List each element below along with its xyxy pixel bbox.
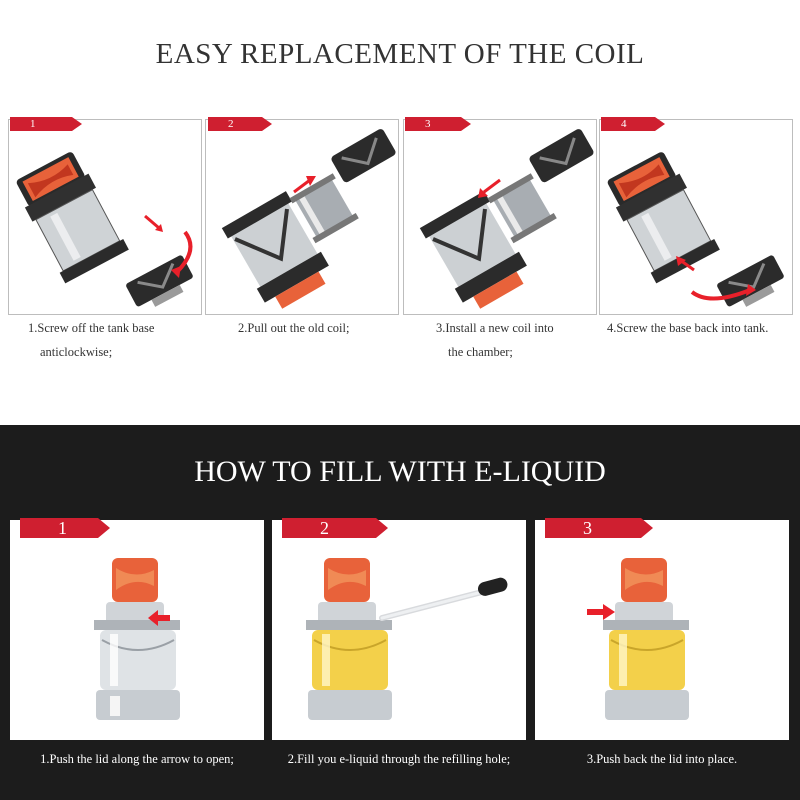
coil-step-2-tab: 2 [208,117,272,131]
fill-step-3-caption: 3.Push back the lid into place. [586,752,738,766]
fill-step-2-tab: 2 [282,518,388,538]
tank-base-unscrew-image [16,152,193,307]
fill-step-3-tab: 3 [545,518,653,538]
fill-eliquid-section: HOW TO FILL WITH E-LIQUID 1 1.Push the l… [0,425,800,800]
coil-step-3-caption-line2: the chamber; [448,345,513,359]
coil-replacement-section: EASY REPLACEMENT OF THE COIL [8,38,793,359]
coil-step-4-caption-line1: 4.Screw the base back into tank. [607,321,769,335]
fill-step-1-caption: 1.Push the lid along the arrow to open; [40,752,234,766]
coil-step-3-card [403,119,597,315]
coil-section-title: EASY REPLACEMENT OF THE COIL [155,38,645,70]
install-new-coil-image [419,129,594,309]
coil-step-2-caption-line1: 2.Pull out the old coil; [238,321,350,335]
coil-step-1-card [8,119,202,315]
fill-section-title: HOW TO FILL WITH E-LIQUID [194,455,606,488]
coil-step-2-card [205,119,399,315]
coil-step-1-caption-line2: anticlockwise; [40,345,113,359]
fill-step-2-caption: 2.Fill you e-liquid through the refillin… [287,752,511,766]
coil-step-4-tab: 4 [601,117,665,131]
fill-step-3-card [535,520,789,740]
coil-step-1-tab: 1 [10,117,82,131]
screw-base-back-image [607,152,784,307]
close-lid-image [587,558,689,720]
pull-out-coil-image [221,129,396,309]
coil-step-1-caption-line1: 1.Screw off the tank base [28,321,155,335]
coil-step-3-caption-line1: 3.Install a new coil into [436,321,554,335]
open-lid-image [94,558,180,720]
fill-step-2-card [272,520,526,740]
coil-step-4-card [599,119,793,315]
refill-eliquid-image [306,558,508,720]
coil-step-3-tab: 3 [405,117,471,131]
fill-step-1-card [10,520,264,740]
fill-step-1-tab: 1 [20,518,110,538]
